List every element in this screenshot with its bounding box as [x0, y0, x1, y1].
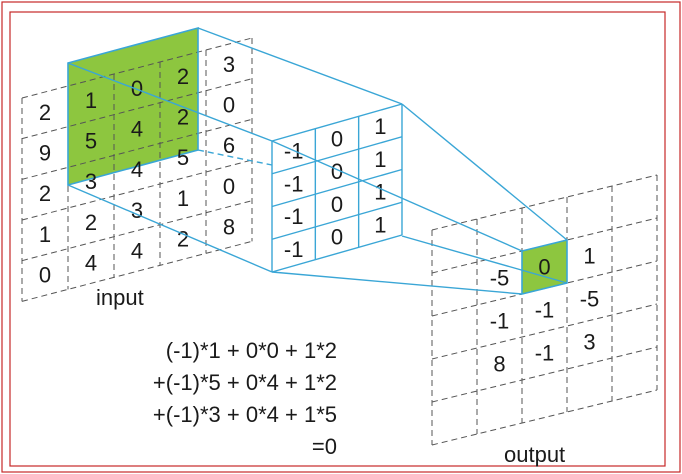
input-cell-value: 3 [85, 169, 97, 194]
output-cell-value: 0 [538, 255, 550, 280]
output-grid: -5 0 1 -1 -1 -5 8 -1 3 [431, 174, 658, 446]
connector-kernel-top [401, 103, 568, 241]
kernel-cell-value: 0 [331, 126, 343, 151]
input-cell-value: 0 [223, 93, 235, 118]
input-cell-value: 3 [131, 198, 143, 223]
output-grid-line [431, 303, 658, 360]
connector-input-bottom-left [67, 184, 273, 273]
input-cell-value: 5 [85, 129, 97, 154]
equation-line-3: +(-1)*3 + 0*4 + 1*5 [153, 402, 337, 427]
input-cell-value: 4 [131, 157, 143, 182]
input-cell-value: 8 [223, 215, 235, 240]
input-cell-value: 0 [223, 174, 235, 199]
kernel-cell-value: 1 [374, 212, 386, 237]
output-grid-line [431, 389, 658, 446]
kernel-cell-value: 0 [331, 192, 343, 217]
output-label: output [504, 442, 565, 467]
output-cell-value: 3 [583, 330, 595, 355]
input-cell-value: 4 [131, 117, 143, 142]
kernel-grid-line [271, 234, 403, 273]
equation-line-4: =0 [312, 434, 337, 459]
kernel-cell-value: 1 [374, 147, 386, 172]
kernel-cell-value: 1 [374, 180, 386, 205]
kernel-cell-value: 0 [331, 159, 343, 184]
input-cell-value: 2 [39, 100, 51, 125]
connector-kernel-left [271, 140, 523, 252]
output-cell-value: -5 [490, 266, 510, 291]
equation-line-2: +(-1)*5 + 0*4 + 1*2 [153, 370, 337, 395]
input-cell-value: 9 [39, 141, 51, 166]
input-cell-value: 2 [85, 210, 97, 235]
input-cell-value: 2 [177, 105, 189, 130]
equation: (-1)*1 + 0*0 + 1*2 +(-1)*5 + 0*4 + 1*2 +… [153, 338, 337, 459]
connector-kernel-bottom [271, 271, 523, 295]
input-highlight-patch [68, 28, 198, 185]
input-cell-value: 2 [177, 64, 189, 89]
input-cell-value: 4 [85, 251, 97, 276]
input-cell-value: 2 [39, 181, 51, 206]
kernel-grid-line [271, 103, 403, 142]
output-grid-line [431, 346, 658, 403]
input-cell-value: 0 [39, 263, 51, 288]
connector-input-top-right [197, 27, 403, 105]
kernel-cell-value: -1 [284, 171, 304, 196]
input-cell-value: 2 [177, 227, 189, 252]
input-cell-value: 6 [223, 133, 235, 158]
output-grid-line [431, 174, 658, 231]
input-cell-value: 1 [39, 222, 51, 247]
connector-lines [67, 27, 568, 295]
output-cell-value: 8 [493, 352, 505, 377]
kernel-cell-value: -1 [284, 204, 304, 229]
output-cell-value: -1 [490, 309, 510, 334]
kernel-cell-value: -1 [284, 237, 304, 262]
kernel-cell-value: 0 [331, 225, 343, 250]
output-cell-value: 1 [583, 244, 595, 269]
inner-frame [9, 11, 666, 467]
input-cell-value: 1 [85, 88, 97, 113]
input-cell-value: 3 [223, 52, 235, 77]
input-cell-value: 5 [177, 145, 189, 170]
equation-line-1: (-1)*1 + 0*0 + 1*2 [166, 338, 337, 363]
input-grid: 2 1 0 2 3 9 5 4 2 0 2 3 4 5 6 1 2 3 1 0 0 4 4 2 8 [21, 26, 253, 302]
kernel-cell-value: 1 [374, 114, 386, 139]
kernel-grid-line [271, 201, 403, 240]
input-label: input [96, 285, 144, 310]
kernel-grid-line [271, 136, 403, 175]
input-cell-value: 4 [131, 239, 143, 264]
connector-kernel-right [401, 235, 568, 284]
output-cell-value: -5 [580, 287, 600, 312]
output-cell-value: -1 [535, 341, 555, 366]
output-cell-value: -1 [535, 298, 555, 323]
input-cell-value: 1 [177, 186, 189, 211]
kernel-grid-line [271, 168, 403, 208]
connector-input-bottom-right [197, 149, 273, 166]
connector-input-top-left [67, 62, 273, 142]
input-cell-value: 0 [131, 76, 143, 101]
